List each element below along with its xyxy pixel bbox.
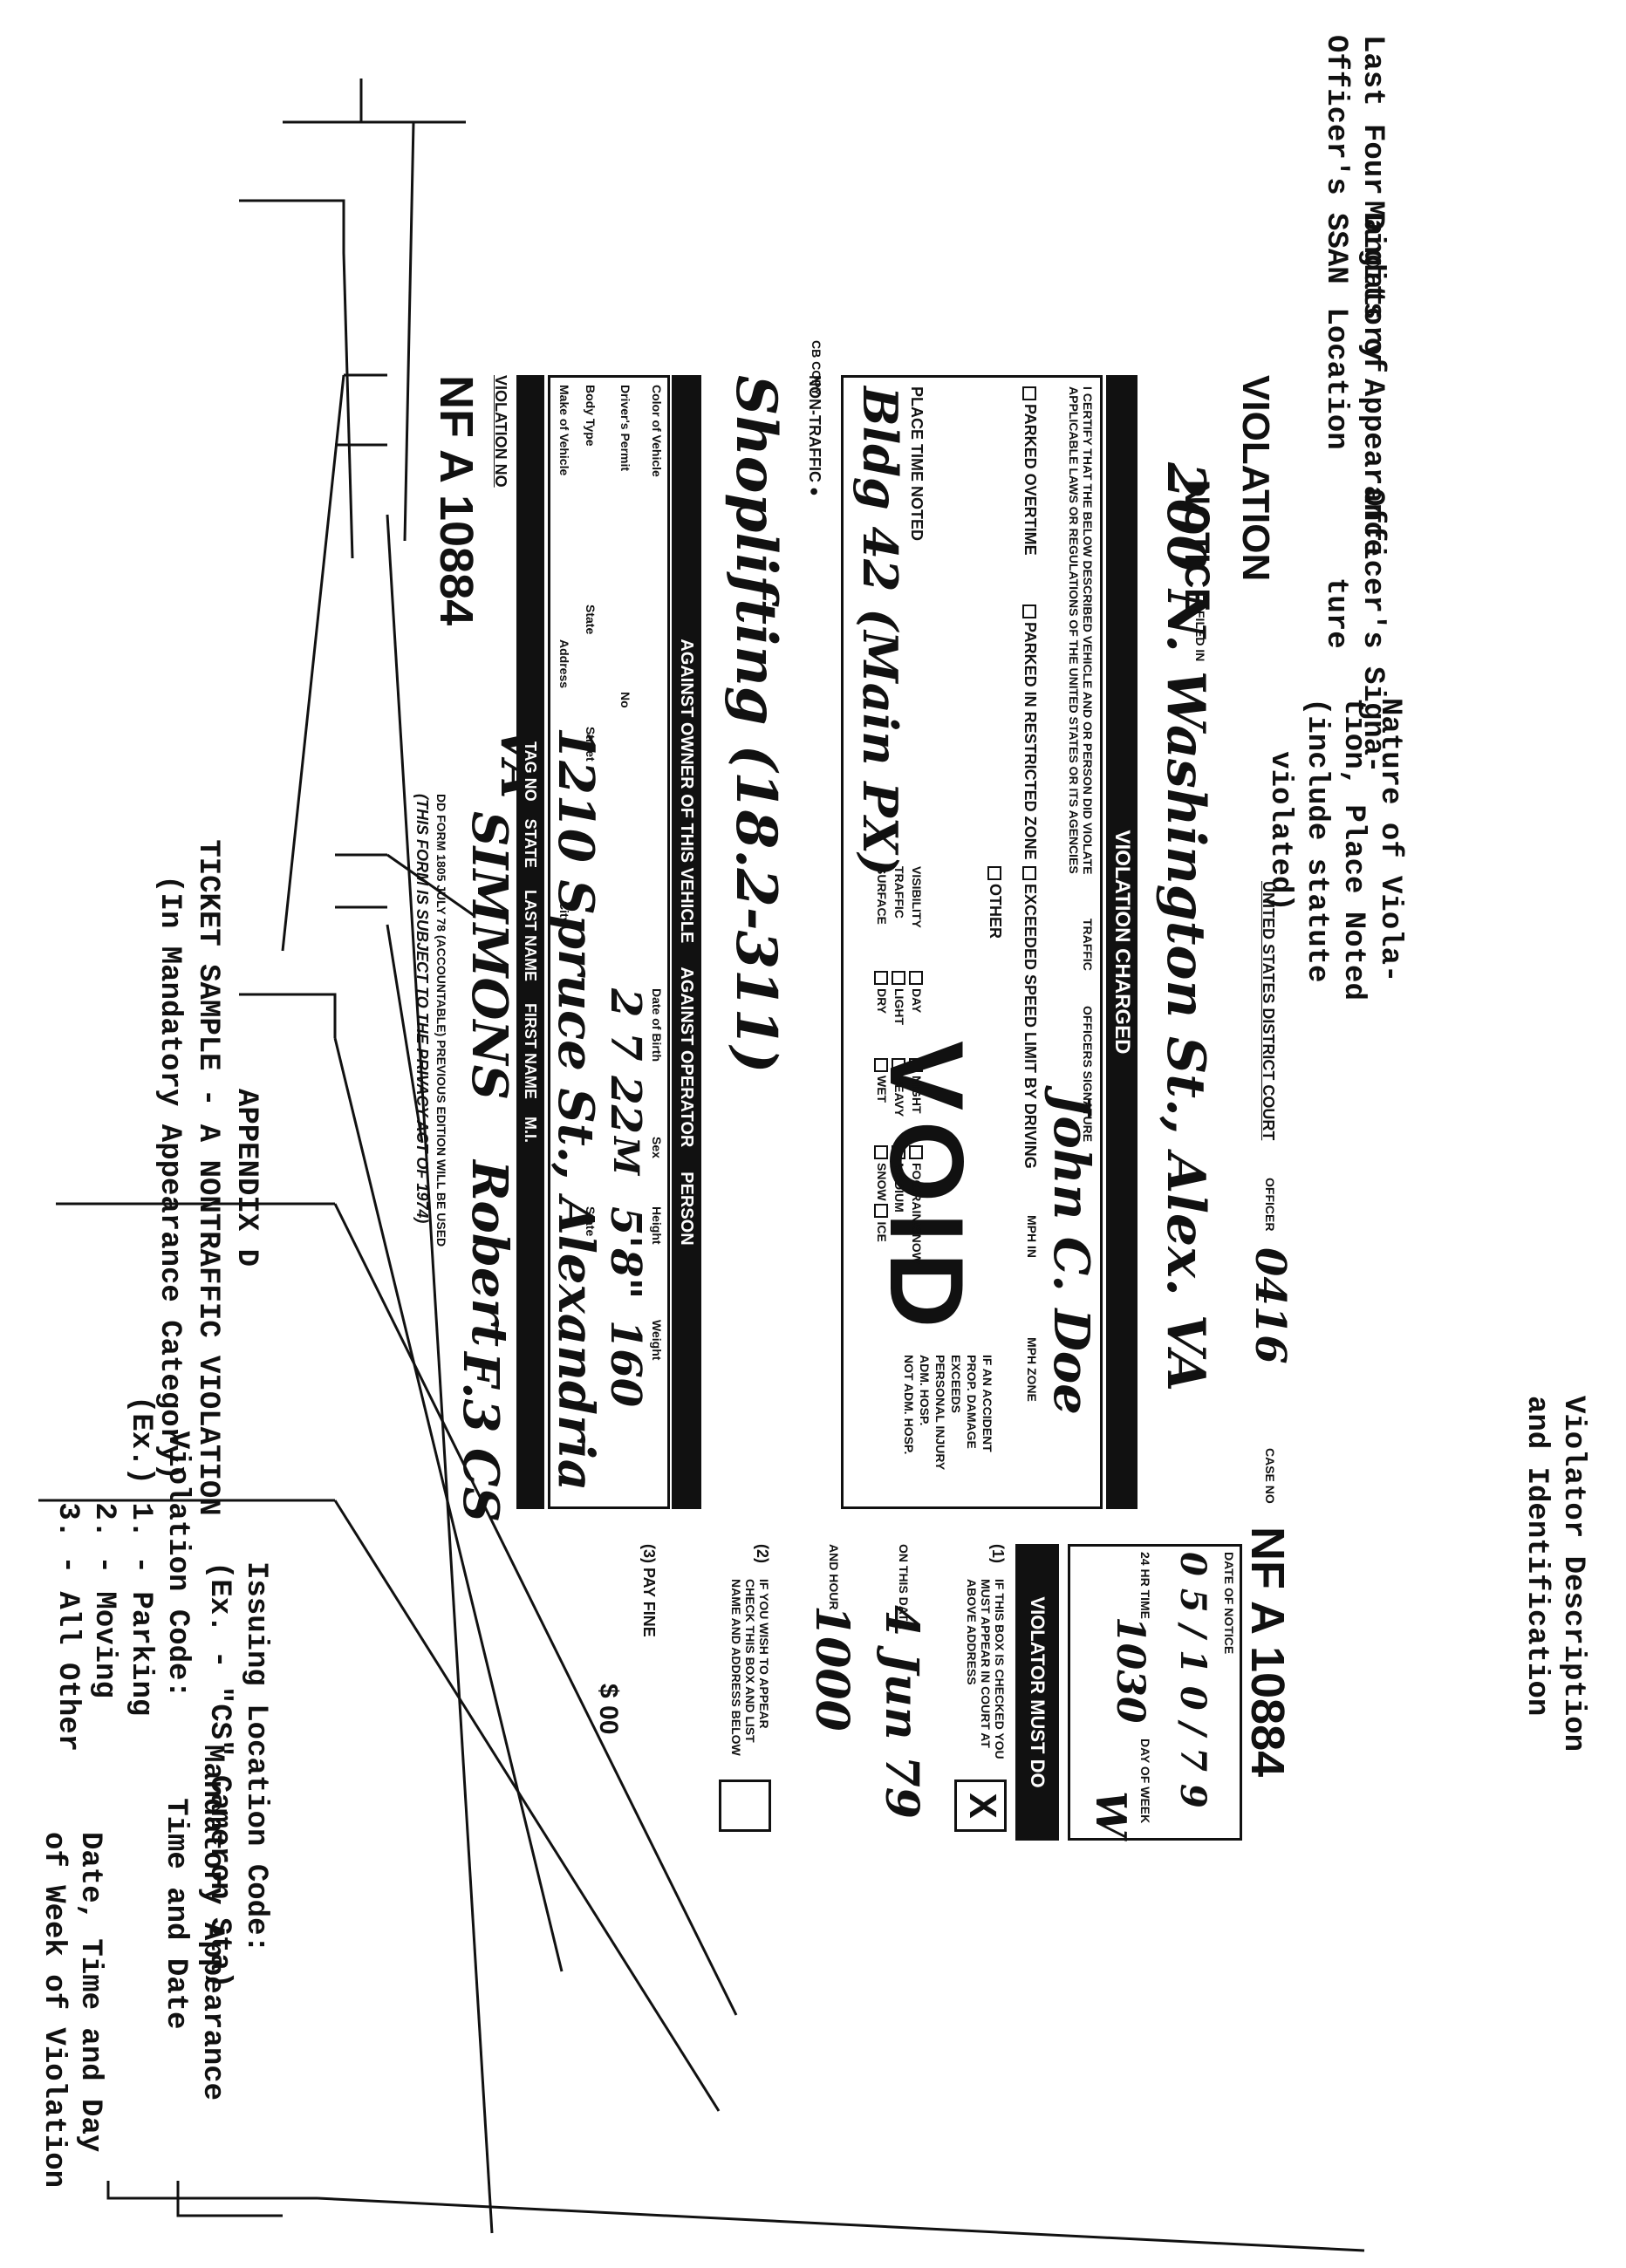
conditions-col2[interactable]: NIGHT HEAVY WET bbox=[873, 1058, 926, 1117]
violator-options: (1) IF THIS BOX IS CHECKED YOU MUST APPE… bbox=[448, 1544, 1007, 1841]
violation-notice-title: VIOLATION bbox=[1234, 375, 1277, 582]
callout-date-time-week: Date, Time and Day of Week of Violation bbox=[37, 1832, 106, 2189]
time-label: 24 HR TIME bbox=[1138, 1552, 1152, 1620]
vehicle-state-label: State bbox=[584, 605, 598, 635]
traffic-label: TRAFFIC bbox=[1081, 919, 1095, 971]
violation-charged-bar: VIOLATION CHARGED bbox=[1106, 375, 1138, 1509]
other-option[interactable]: OTHER bbox=[987, 866, 1004, 939]
dd-form-footer: DD FORM 1805 JULY 78 (ACCOUNTABLE) PREVI… bbox=[434, 794, 448, 1247]
fine-amount: $ 00 bbox=[594, 1684, 623, 1735]
mph-zone-label: MPH ZONE bbox=[1025, 1337, 1039, 1402]
sex-label: Sex bbox=[650, 1137, 664, 1158]
violation-date-hand: 0 5 / 1 0 / 7 9 bbox=[1172, 1552, 1213, 1808]
option-2: (2) bbox=[754, 1544, 771, 1564]
accident-block: IF AN ACCIDENT PROP. DAMAGE EXCEEDS PERS… bbox=[902, 1355, 994, 1471]
dob-values: 2 7 22 bbox=[601, 988, 650, 1135]
callout-violation-code: Violation Code: (Ex.) 1. - Parking 2. - … bbox=[51, 1396, 194, 1752]
if-you-wish-text: IF YOU WISH TO APPEAR CHECK THIS BOX AND… bbox=[729, 1579, 771, 1756]
parked-overtime-option[interactable]: PARKED OVERTIME bbox=[1021, 386, 1039, 556]
violation-no-label: VIOLATION NO bbox=[492, 375, 509, 488]
privacy-notice: (THIS FORM IS SUBJECT TO THE PRIVACY ACT… bbox=[413, 794, 431, 1224]
violation-time-hand: 1030 bbox=[1108, 1616, 1152, 1724]
violation-number: NF A 10884 bbox=[430, 375, 482, 626]
officer-label: OFFICER bbox=[1263, 1178, 1277, 1232]
violation-code-hand: F.3 bbox=[452, 1352, 509, 1433]
cb-copy-label: CB COPY bbox=[810, 340, 823, 396]
vehicle-person-box: Color of Vehicle Driver's Permit No Date… bbox=[489, 375, 670, 1509]
day-of-week-label: DAY OF WEEK bbox=[1138, 1739, 1152, 1824]
option-1: (1) bbox=[989, 1544, 1007, 1564]
court-label: UNITED STATES DISTRICT COURT bbox=[1260, 881, 1277, 1141]
case-number: NF A 10884 bbox=[1241, 1527, 1294, 1778]
day-of-week-hand: W bbox=[1086, 1791, 1135, 1838]
nature-violation-hand: Shoplifting (18.2-311) bbox=[723, 375, 789, 1074]
parked-restricted-option[interactable]: PARKED IN RESTRICTED ZONE bbox=[1021, 605, 1039, 860]
wish-appear-checkbox[interactable] bbox=[719, 1780, 771, 1832]
sex-mark: M bbox=[605, 1137, 646, 1176]
case-no-label: CASE NO bbox=[1263, 1448, 1277, 1504]
date-time-box: DATE OF NOTICE 0 5 / 1 0 / 7 9 24 HR TIM… bbox=[1068, 1544, 1242, 1841]
place-noted-hand: Bldg 42 (Main PX) bbox=[852, 386, 908, 877]
and-hour-label: AND HOUR bbox=[827, 1544, 841, 1610]
mph-in-label: MPH IN bbox=[1025, 1215, 1039, 1258]
callout-violator-description: Violator Description and Identification bbox=[1520, 1396, 1589, 1752]
officer-signature-hand: John C. Doe bbox=[1042, 1093, 1100, 1415]
conditions-col3[interactable]: FOG/RAIN/SNOW MEDIUM SNOW ICE bbox=[873, 1145, 926, 1264]
location-code-hand: CS bbox=[452, 1448, 509, 1523]
weight-label: Weight bbox=[650, 1320, 664, 1361]
certify-text: I CERTIFY THAT THE BELOW DESCRIBED VEHIC… bbox=[1067, 386, 1095, 875]
color-vehicle-label: Color of Vehicle bbox=[650, 385, 664, 477]
date-of-notice-label: DATE OF NOTICE bbox=[1222, 1552, 1236, 1655]
make-vehicle-label: Make of Vehicle bbox=[557, 385, 571, 476]
callout-mandatory-time: Mandatory Appearance Time and Date bbox=[159, 1745, 229, 2101]
appear-checkbox[interactable]: X bbox=[954, 1780, 1007, 1832]
mandatory-date-hand: 4 Jun 79 bbox=[875, 1605, 928, 1819]
officer-number: 0416 bbox=[1246, 1247, 1295, 1364]
height-label: Height bbox=[650, 1206, 664, 1245]
violator-must-do-bar: VIOLATOR MUST DO bbox=[1015, 1544, 1059, 1841]
last-name-hand: SIMMONS bbox=[461, 811, 518, 1101]
mandatory-hour-hand: 1000 bbox=[805, 1605, 858, 1732]
permit-no-label: No bbox=[618, 692, 632, 708]
first-name-hand: Robert bbox=[461, 1160, 518, 1348]
exceeded-speed-option[interactable]: EXCEEDED SPEED LIMIT BY DRIVING bbox=[1021, 866, 1039, 1169]
option-3: (3) PAY FINE bbox=[640, 1544, 658, 1637]
name-bar: TAG NO STATE LAST NAME FIRST NAME M.I. bbox=[516, 375, 544, 1509]
body-type-label: Body Type bbox=[584, 385, 598, 447]
conditions-col1[interactable]: DAY LIGHT DRY bbox=[873, 971, 926, 1025]
if-checked-text: IF THIS BOX IS CHECKED YOU MUST APPEAR I… bbox=[965, 1579, 1007, 1759]
violation-box: I CERTIFY THAT THE BELOW DESCRIBED VEHIC… bbox=[841, 375, 1103, 1509]
against-bar: AGAINST OWNER OF THIS VEHICLE AGAINST OP… bbox=[672, 375, 701, 1509]
dob-label: Date of Birth bbox=[650, 988, 664, 1062]
drivers-permit-label: Driver's Permit bbox=[618, 385, 632, 472]
address-label: Address bbox=[557, 639, 571, 689]
ticket-form: VIOLATION NOTICE FILED IN UNITED STATES … bbox=[335, 340, 1312, 2259]
appearance-location-hand: 200 N. Washington St., Alex. VA bbox=[1155, 462, 1216, 1392]
place-time-label: PLACE TIME NOTED bbox=[908, 386, 926, 542]
weight-value: 160 bbox=[601, 1320, 650, 1408]
height-value: 5'8" bbox=[601, 1206, 650, 1300]
